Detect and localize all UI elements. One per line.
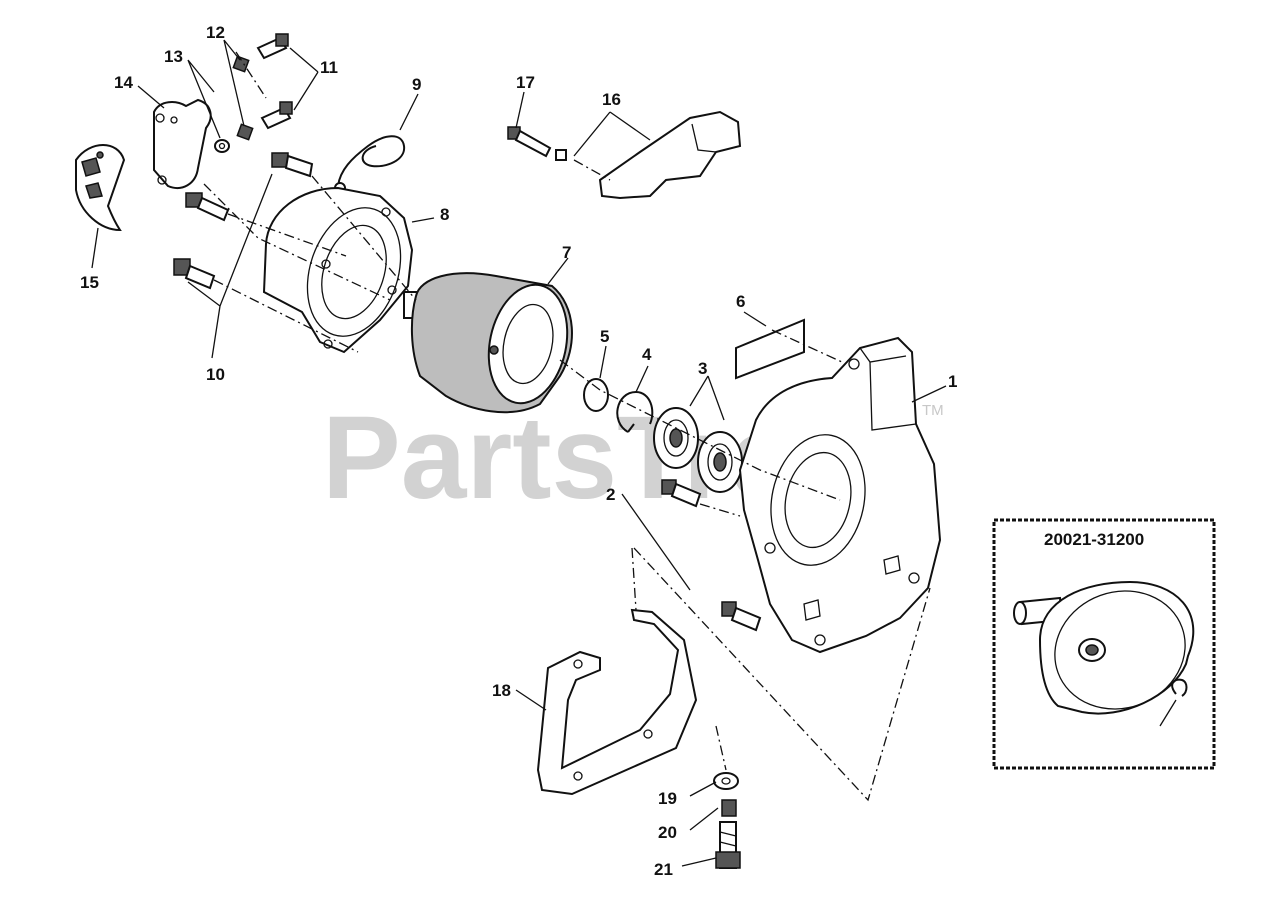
kit-inset[interactable]: 20021-31200 xyxy=(992,518,1216,770)
part-16-collar[interactable] xyxy=(555,149,567,161)
part-11-bolt-upper[interactable] xyxy=(256,33,289,60)
part-18-bracket[interactable] xyxy=(536,608,698,796)
kit-part-number: 20021-31200 xyxy=(1044,530,1144,549)
callout-4: 4 xyxy=(642,345,652,364)
callout-17: 17 xyxy=(516,73,535,92)
callout-15: 15 xyxy=(80,273,99,292)
callout-20: 20 xyxy=(658,823,677,842)
part-15-clamp-shell[interactable] xyxy=(75,144,126,232)
part-19-washer[interactable] xyxy=(713,772,739,790)
callout-6: 6 xyxy=(736,292,745,311)
callout-9: 9 xyxy=(412,75,421,94)
callout-19: 19 xyxy=(658,789,677,808)
assembly-lines xyxy=(203,51,931,802)
callout-3: 3 xyxy=(698,359,707,378)
callout-16: 16 xyxy=(602,90,621,109)
part-10-bolt-lower[interactable] xyxy=(173,258,216,290)
callout-7: 7 xyxy=(562,243,571,262)
part-22-clutch-drum[interactable] xyxy=(1013,573,1202,727)
leader-lines xyxy=(91,39,947,867)
part-6-label[interactable] xyxy=(735,318,805,380)
callout-14: 14 xyxy=(114,73,133,92)
part-21-bolt[interactable] xyxy=(715,821,741,869)
part-11-bolt-lower[interactable] xyxy=(260,101,293,130)
part-10-bolt-upper[interactable] xyxy=(271,152,314,178)
part-5-snap-ring[interactable] xyxy=(583,378,609,412)
callout-18: 18 xyxy=(492,681,511,700)
callout-8: 8 xyxy=(440,205,449,224)
part-4-retaining-ring[interactable] xyxy=(616,390,654,433)
part-1-case[interactable] xyxy=(738,336,942,654)
part-12-nut-upper[interactable] xyxy=(232,55,250,73)
part-12-nut-lower[interactable] xyxy=(236,123,254,141)
part-22-ring[interactable] xyxy=(1171,678,1188,697)
callout-13: 13 xyxy=(164,47,183,66)
callout-12: 12 xyxy=(206,23,225,42)
callout-21: 21 xyxy=(654,860,673,879)
callout-11: 11 xyxy=(320,58,338,77)
part-3-bearing-b[interactable] xyxy=(697,431,743,493)
callout-5: 5 xyxy=(600,327,609,346)
callout-1: 1 xyxy=(948,372,957,391)
callout-labels: 1 2 3 4 5 6 7 8 9 10 11 12 13 14 15 16 1… xyxy=(80,23,1159,879)
part-13-washer[interactable] xyxy=(214,139,230,153)
part-20-nut[interactable] xyxy=(721,799,737,817)
part-16-cover[interactable] xyxy=(598,110,742,200)
part-14-clamp[interactable] xyxy=(153,98,212,189)
part-3-bearing-a[interactable] xyxy=(653,407,699,469)
watermark-trademark: TM xyxy=(922,402,944,419)
part-2-screw-lower[interactable] xyxy=(721,601,762,632)
part-7-rotor[interactable] xyxy=(403,272,578,414)
part-10-bolt-middle[interactable] xyxy=(185,192,230,222)
callout-10: 10 xyxy=(206,365,225,384)
part-8-housing[interactable] xyxy=(262,186,416,354)
part-2-screw-upper[interactable] xyxy=(661,479,702,508)
part-9-spring[interactable] xyxy=(334,135,406,194)
part-17-bolt[interactable] xyxy=(507,126,552,158)
callout-2: 2 xyxy=(606,485,615,504)
